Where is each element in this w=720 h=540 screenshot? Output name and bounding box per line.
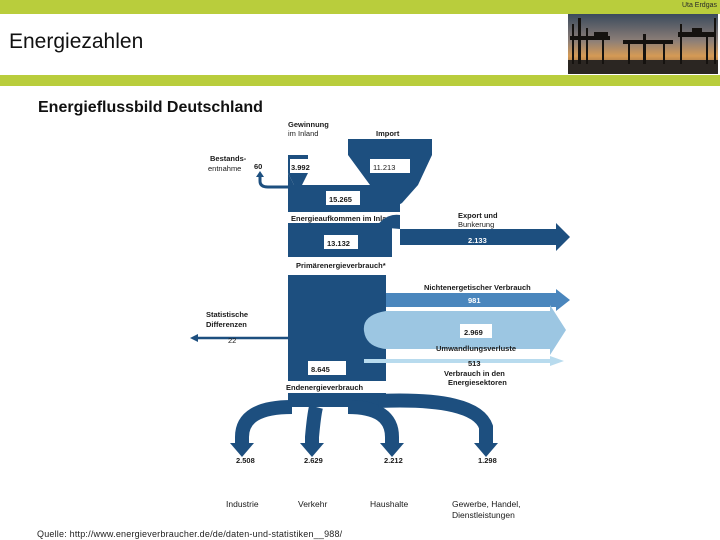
sektoren-value: 513 [468,359,481,368]
primaer-value: 13.132 [327,239,350,248]
gewinnung-value: 3.992 [291,163,310,172]
source-note: Quelle: http://www.energieverbraucher.de… [37,529,343,539]
import-value: 11.213 [373,163,395,172]
bestands-label-2: entnahme [208,164,241,173]
statistische-value: 22 [228,336,236,345]
primaer-label: Primärenergieverbrauch* [296,261,386,270]
branch-verkehr [305,405,323,445]
energy-flow-diagram: Gewinnung im Inland Import 3.992 11.213 … [190,120,570,520]
gewerbe-value: 1.298 [478,456,497,465]
endenergie-label: Endenergieverbrauch [286,383,364,392]
nichtenergetisch-value: 981 [468,296,481,305]
umwandlung-label: Umwandlungsverluste [436,344,516,353]
nichtenergetisch-arrow [386,289,570,311]
verkehr-value: 2.629 [304,456,323,465]
haushalte-label: Haushalte [370,499,409,509]
branch-gewerbe [377,393,493,445]
branch-industrie [235,400,293,445]
brand-label: Uta Erdgas [681,2,717,9]
nichtenergetisch-label: Nichtenergetischer Verbrauch [424,283,531,292]
verkehr-label: Verkehr [298,499,327,509]
export-label-2: Bunkerung [458,220,494,229]
export-label-1: Export und [458,211,498,220]
sektoren-label-2: Energiesektoren [448,378,507,387]
haushalte-value: 2.212 [384,456,403,465]
import-label: Import [376,129,400,138]
sektoren-label-1: Verbrauch in den [444,369,505,378]
green-divider [0,75,720,86]
umwandlung-value: 2.969 [464,328,483,337]
gewerbe-label-1: Gewerbe, Handel, [452,499,521,509]
slide-subtitle: Energieflussbild Deutschland [38,99,263,116]
bestands-arrow [258,175,288,189]
gewerbe-label-2: Dienstleistungen [452,510,515,520]
branch-haushalte [347,400,399,445]
offshore-platform-image [568,14,718,74]
page-title: Energiezahlen [9,30,144,53]
export-value: 2.133 [468,236,487,245]
export-arrow [400,223,570,251]
bestands-value: 60 [254,162,262,171]
aufkommen-value: 15.265 [329,195,352,204]
endenergie-value: 8.645 [311,365,330,374]
sektoren-arrow [364,356,564,366]
gewinnung-label-1: Gewinnung [288,120,329,129]
statistische-label-2: Differenzen [206,320,247,329]
gewinnung-label-2: im Inland [288,129,318,138]
statistische-label-1: Statistische [206,310,248,319]
top-accent-bar: Uta Erdgas [0,0,720,14]
aufkommen-label: Energieaufkommen im Inland [291,214,396,223]
bestands-label-1: Bestands- [210,154,247,163]
industrie-label: Industrie [226,499,259,509]
industrie-value: 2.508 [236,456,255,465]
